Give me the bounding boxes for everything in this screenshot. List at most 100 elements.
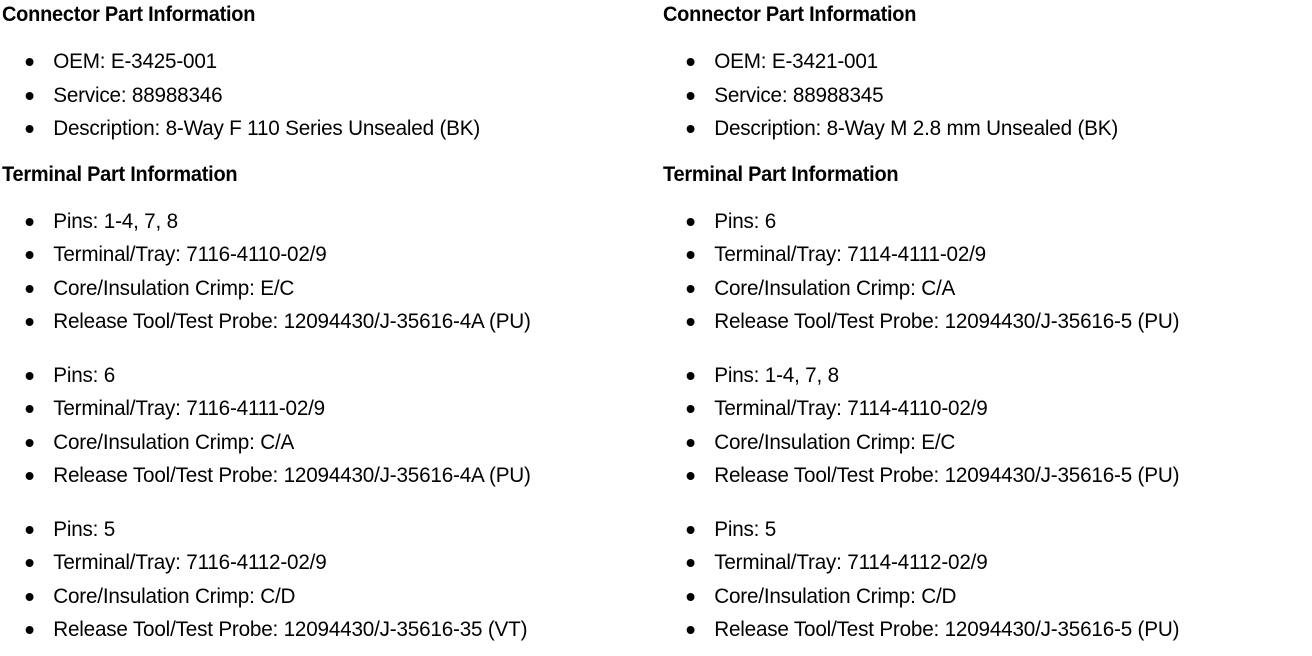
terminal-group-3-list: Pins: 5 Terminal/Tray: 7114-4112-02/9 Co… (663, 513, 1312, 647)
bullet-icon (25, 626, 34, 634)
list-item: Core/Insulation Crimp: C/A (2, 426, 646, 460)
list-item-label: Pins: 5 (53, 517, 116, 541)
list-item: Description: 8-Way F 110 Series Unsealed… (2, 112, 646, 146)
bullet-icon (25, 592, 34, 601)
bullet-icon (686, 58, 695, 66)
bullet-icon (686, 438, 695, 447)
terminal-group-1-list: Pins: 6 Terminal/Tray: 7114-4111-02/9 Co… (663, 205, 1312, 339)
terminal-group-2-list: Pins: 6 Terminal/Tray: 7116-4111-02/9 Co… (2, 359, 656, 493)
list-item-label: Release Tool/Test Probe: 12094430/J-3561… (53, 310, 531, 333)
list-item-label: OEM: E-3425-001 (53, 50, 217, 73)
list-item-label: Core/Insulation Crimp: E/C (53, 276, 295, 300)
terminal-group-2-list: Pins: 1-4, 7, 8 Terminal/Tray: 7114-4110… (663, 359, 1312, 493)
list-item-label: Terminal/Tray: 7116-4112-02/9 (53, 551, 327, 574)
bullet-icon (25, 318, 34, 326)
bullet-icon (686, 525, 695, 534)
bullet-icon (686, 405, 695, 413)
bullet-icon (686, 91, 695, 100)
list-item: Terminal/Tray: 7114-4110-02/9 (663, 392, 1302, 426)
list-item-label: Release Tool/Test Probe: 12094430/J-3561… (53, 464, 531, 487)
connector-info-list: OEM: E-3421-001 Service: 88988345 Descri… (663, 45, 1312, 146)
terminal-part-information-heading: Terminal Part Information (2, 162, 238, 186)
bullet-icon (25, 438, 34, 447)
list-item-label: Pins: 1-4, 7, 8 (714, 363, 839, 387)
connector-part-information-heading: Connector Part Information (663, 3, 917, 26)
list-item: Release Tool/Test Probe: 12094430/J-3561… (663, 613, 1302, 647)
list-item: Release Tool/Test Probe: 12094430/J-3561… (2, 613, 646, 647)
connector-part-information-heading: Connector Part Information (2, 3, 256, 26)
terminal-group-3-list: Pins: 5 Terminal/Tray: 7116-4112-02/9 Co… (2, 513, 656, 647)
list-item-label: Terminal/Tray: 7114-4112-02/9 (714, 551, 988, 574)
list-item-label: Core/Insulation Crimp: C/A (53, 430, 295, 454)
bullet-icon (25, 217, 34, 226)
bullet-icon (686, 626, 695, 634)
list-item-label: Release Tool/Test Probe: 12094430/J-3561… (53, 618, 528, 641)
bullet-icon (686, 559, 695, 567)
list-item-label: Terminal/Tray: 7114-4110-02/9 (714, 397, 988, 420)
bullet-icon (25, 91, 34, 100)
list-item: Release Tool/Test Probe: 12094430/J-3561… (2, 305, 646, 339)
list-item-label: Terminal/Tray: 7116-4110-02/9 (53, 243, 327, 266)
list-item-label: Core/Insulation Crimp: E/C (714, 430, 956, 454)
list-item-label: Pins: 6 (714, 209, 777, 233)
bullet-icon (686, 472, 695, 480)
bullet-icon (686, 318, 695, 326)
bullet-icon (686, 217, 695, 226)
terminal-group-1-list: Pins: 1-4, 7, 8 Terminal/Tray: 7116-4110… (2, 205, 656, 339)
list-item: Core/Insulation Crimp: C/A (663, 272, 1302, 306)
list-item-label: Core/Insulation Crimp: C/D (53, 584, 296, 608)
bullet-icon (686, 251, 695, 259)
list-item-label: Description: 8-Way M 2.8 mm Unsealed (BK… (714, 117, 1119, 140)
list-item-label: Service: 88988346 (53, 83, 223, 107)
list-item: Terminal/Tray: 7116-4110-02/9 (2, 238, 646, 272)
list-item: Core/Insulation Crimp: E/C (663, 426, 1302, 460)
list-item: Pins: 1-4, 7, 8 (2, 205, 646, 239)
terminal-part-information-heading: Terminal Part Information (663, 162, 899, 186)
list-item: OEM: E-3425-001 (2, 45, 646, 79)
list-item-label: Release Tool/Test Probe: 12094430/J-3561… (714, 464, 1180, 487)
list-item: Pins: 5 (2, 513, 646, 547)
column-left: Connector Part Information OEM: E-3425-0… (2, 3, 656, 647)
list-item-label: Release Tool/Test Probe: 12094430/J-3561… (714, 310, 1180, 333)
list-item: Core/Insulation Crimp: C/D (663, 580, 1302, 614)
bullet-icon (686, 592, 695, 601)
list-item-label: Description: 8-Way F 110 Series Unsealed… (53, 117, 481, 140)
list-item-label: Pins: 5 (714, 517, 777, 541)
list-item: Pins: 5 (663, 513, 1302, 547)
bullet-icon (686, 125, 695, 133)
list-item: Pins: 6 (663, 205, 1302, 239)
bullet-icon (25, 525, 34, 534)
list-item: Core/Insulation Crimp: C/D (2, 580, 646, 614)
bullet-icon (25, 559, 34, 567)
list-item-label: Core/Insulation Crimp: C/A (714, 276, 956, 300)
list-item-label: Core/Insulation Crimp: C/D (714, 584, 957, 608)
list-item: Description: 8-Way M 2.8 mm Unsealed (BK… (663, 112, 1302, 146)
list-item-label: Terminal/Tray: 7114-4111-02/9 (714, 243, 986, 266)
list-item-label: Pins: 1-4, 7, 8 (53, 209, 178, 233)
list-item-label: Service: 88988345 (714, 83, 884, 107)
bullet-icon (25, 371, 34, 380)
list-item: Terminal/Tray: 7114-4111-02/9 (663, 238, 1302, 272)
list-item: Release Tool/Test Probe: 12094430/J-3561… (663, 459, 1302, 493)
bullet-icon (25, 125, 34, 133)
bullet-icon (25, 251, 34, 259)
connector-info-list: OEM: E-3425-001 Service: 88988346 Descri… (2, 45, 656, 146)
list-item-label: OEM: E-3421-001 (714, 50, 878, 73)
list-item: Pins: 6 (2, 359, 646, 393)
list-item: Release Tool/Test Probe: 12094430/J-3561… (2, 459, 646, 493)
bullet-icon (25, 472, 34, 480)
list-item: Terminal/Tray: 7116-4111-02/9 (2, 392, 646, 426)
list-item: Release Tool/Test Probe: 12094430/J-3561… (663, 305, 1302, 339)
bullet-icon (25, 58, 34, 66)
list-item: Pins: 1-4, 7, 8 (663, 359, 1302, 393)
bullet-icon (25, 284, 34, 293)
list-item-label: Release Tool/Test Probe: 12094430/J-3561… (714, 618, 1180, 641)
list-item: Terminal/Tray: 7114-4112-02/9 (663, 546, 1302, 580)
list-item: OEM: E-3421-001 (663, 45, 1302, 79)
list-item: Terminal/Tray: 7116-4112-02/9 (2, 546, 646, 580)
bullet-icon (686, 371, 695, 380)
bullet-icon (25, 405, 34, 413)
